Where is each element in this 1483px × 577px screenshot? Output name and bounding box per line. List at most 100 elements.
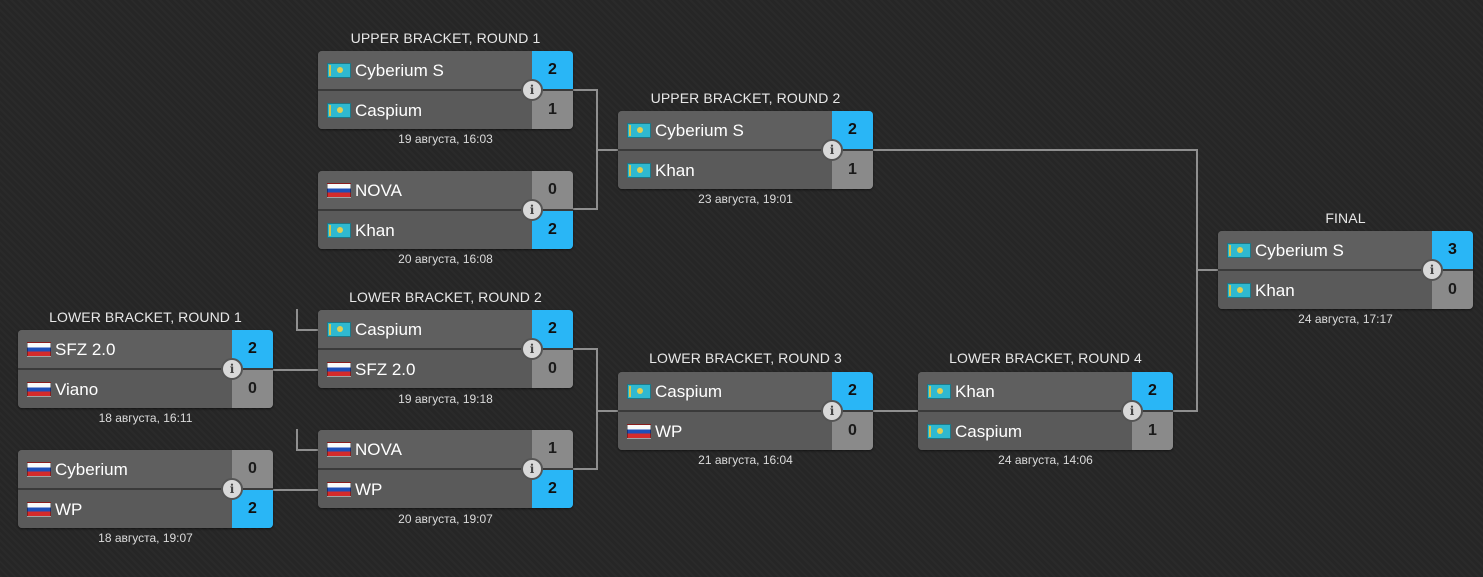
team-name-area <box>918 372 1132 410</box>
team-name-area <box>18 450 232 488</box>
team-name: Cyberium <box>55 460 128 479</box>
team-name-area <box>618 372 832 410</box>
team-divider <box>918 410 1173 412</box>
info-icon[interactable]: i <box>521 199 543 221</box>
russia-flag-icon <box>327 362 351 377</box>
team-name: WP <box>655 422 683 441</box>
match-date: 20 августа, 19:07 <box>398 512 493 526</box>
kazakhstan-flag-icon <box>327 223 351 238</box>
team-divider <box>1218 269 1473 271</box>
team-name: NOVA <box>355 181 402 200</box>
info-icon[interactable]: i <box>521 338 543 360</box>
team-name-area <box>18 370 232 408</box>
team-name: Cyberium S <box>655 121 744 140</box>
info-icon[interactable]: i <box>1121 400 1143 422</box>
round-title-lower-round-2: LOWER BRACKET, ROUND 2 <box>349 289 542 305</box>
team-divider <box>318 468 573 470</box>
round-title-lower-round-4: LOWER BRACKET, ROUND 4 <box>949 350 1142 366</box>
team-name: Khan <box>955 382 995 401</box>
connector-ub-r1 <box>573 89 598 210</box>
team-name: WP <box>355 480 383 499</box>
russia-flag-icon <box>27 382 51 397</box>
team-divider <box>318 348 573 350</box>
round-title-upper-round-1: UPPER BRACKET, ROUND 1 <box>350 30 541 46</box>
team-divider <box>318 209 573 211</box>
team-name: WP <box>55 500 83 519</box>
team-name-area <box>318 430 532 468</box>
team-score: 2 <box>532 310 573 348</box>
team-name-area <box>318 470 532 508</box>
team-name-area <box>1218 231 1432 269</box>
team-name: Khan <box>355 221 395 240</box>
team-name-area <box>318 51 532 89</box>
team-divider <box>618 149 873 151</box>
team-name-area <box>318 91 532 129</box>
team-name-area <box>618 151 832 189</box>
info-icon[interactable]: i <box>521 79 543 101</box>
team-name-area <box>1218 271 1432 309</box>
match-date: 24 августа, 17:17 <box>1298 312 1393 326</box>
connector-lb-r2 <box>573 348 598 470</box>
team-name: Khan <box>1255 281 1295 300</box>
match-date: 21 августа, 16:04 <box>698 453 793 467</box>
russia-flag-icon <box>27 462 51 477</box>
kazakhstan-flag-icon <box>327 322 351 337</box>
match-date: 20 августа, 16:08 <box>398 252 493 266</box>
russia-flag-icon <box>327 482 351 497</box>
team-name-area <box>318 211 532 249</box>
team-name: Cyberium S <box>1255 241 1344 260</box>
russia-flag-icon <box>27 342 51 357</box>
match-date: 18 августа, 16:11 <box>98 411 193 425</box>
team-name: NOVA <box>355 440 402 459</box>
team-name-area <box>318 310 532 348</box>
kazakhstan-flag-icon <box>627 163 651 178</box>
team-name-area <box>18 330 232 368</box>
russia-flag-icon <box>327 183 351 198</box>
round-title-final: FINAL <box>1325 210 1366 226</box>
info-icon[interactable]: i <box>221 478 243 500</box>
info-icon[interactable]: i <box>821 139 843 161</box>
team-name: Caspium <box>955 422 1023 441</box>
info-icon[interactable]: i <box>1421 259 1443 281</box>
team-name: Viano <box>55 380 99 399</box>
team-divider <box>618 410 873 412</box>
info-icon[interactable]: i <box>821 400 843 422</box>
info-icon[interactable]: i <box>221 358 243 380</box>
info-icon[interactable]: i <box>521 458 543 480</box>
russia-flag-icon <box>27 502 51 517</box>
match-date: 18 августа, 19:07 <box>98 531 193 545</box>
match-date: 23 августа, 19:01 <box>698 192 793 206</box>
russia-flag-icon <box>327 442 351 457</box>
team-name: Cyberium S <box>355 61 444 80</box>
round-title-upper-round-2: UPPER BRACKET, ROUND 2 <box>650 90 841 106</box>
team-name: SFZ 2.0 <box>55 340 116 359</box>
